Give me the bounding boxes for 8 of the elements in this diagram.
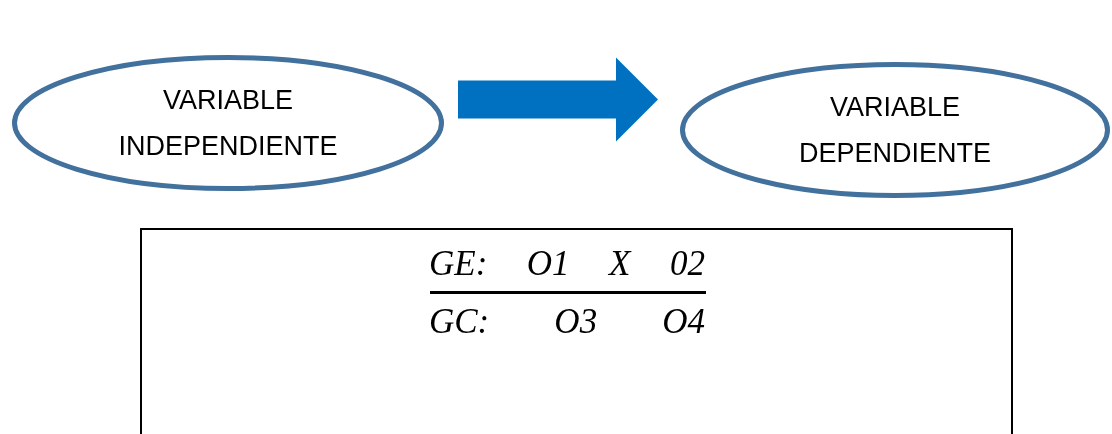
node-label: VARIABLE INDEPENDIENTE xyxy=(117,84,339,163)
formula-box xyxy=(140,228,1013,434)
node-label: VARIABLE DEPENDIENTE xyxy=(797,91,992,170)
ellipse-node xyxy=(680,62,1110,198)
ellipse-node xyxy=(12,55,444,191)
formula-text: GE: O1 X 02 xyxy=(429,244,705,284)
block-arrow xyxy=(458,57,658,142)
formula-text: GC: O3 O4 xyxy=(429,302,705,342)
